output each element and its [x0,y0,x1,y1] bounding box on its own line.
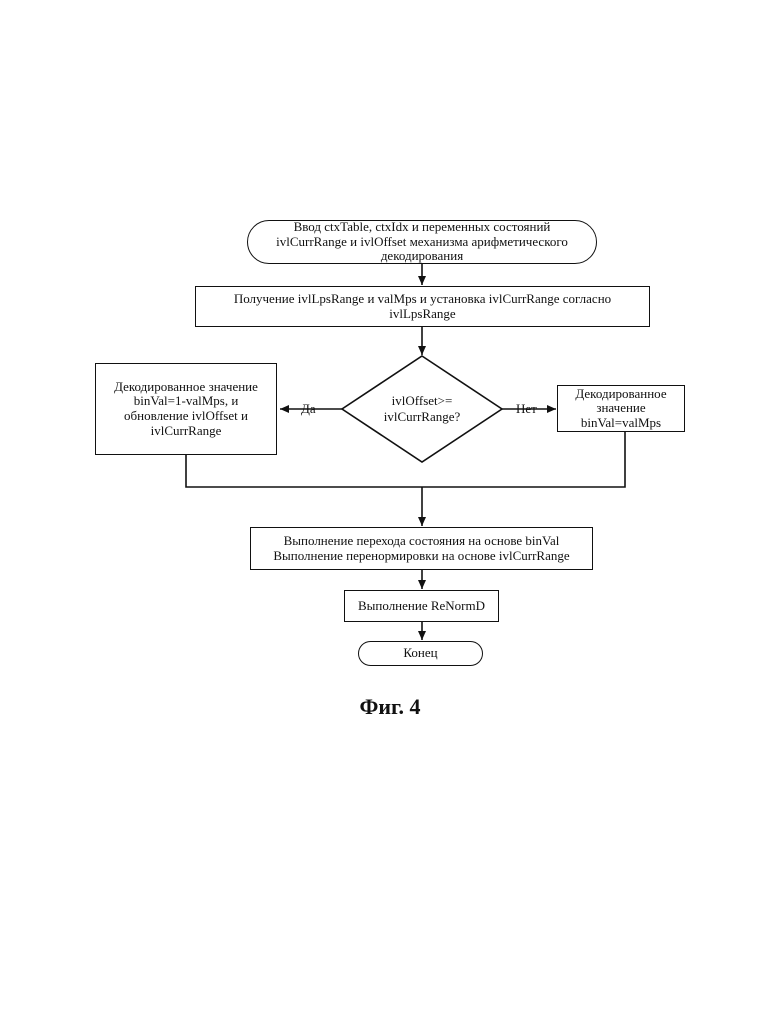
no-decoded-text: Декодированное значение binVal=valMps [575,387,666,431]
no-label: Нет [516,401,537,417]
start-terminal-text: Ввод ctxTable, ctxIdx и переменных состо… [276,220,568,264]
step-state-transition-text: Выполнение перехода состояния на основе … [273,534,569,563]
end-terminal: Конец [358,641,483,666]
step-renormd: Выполнение ReNormD [344,590,499,622]
start-terminal: Ввод ctxTable, ctxIdx и переменных состо… [247,220,597,264]
figure-caption: Фиг. 4 [0,694,780,720]
merge-line-left [186,455,422,487]
yes-decoded-text: Декодированное значение binVal=1-valMps,… [114,380,258,438]
decision-text: ivlOffset>= ivlCurrRange? [362,389,482,429]
yes-label: Да [301,401,316,417]
end-terminal-text: Конец [403,646,437,661]
step-renormd-text: Выполнение ReNormD [358,599,485,614]
yes-decoded-box: Декодированное значение binVal=1-valMps,… [95,363,277,455]
no-decoded-box: Декодированное значение binVal=valMps [557,385,685,432]
step-state-transition: Выполнение перехода состояния на основе … [250,527,593,570]
step-get-lps-range-text: Получение ivlLpsRange и valMps и установ… [234,292,611,321]
step-get-lps-range: Получение ivlLpsRange и valMps и установ… [195,286,650,327]
